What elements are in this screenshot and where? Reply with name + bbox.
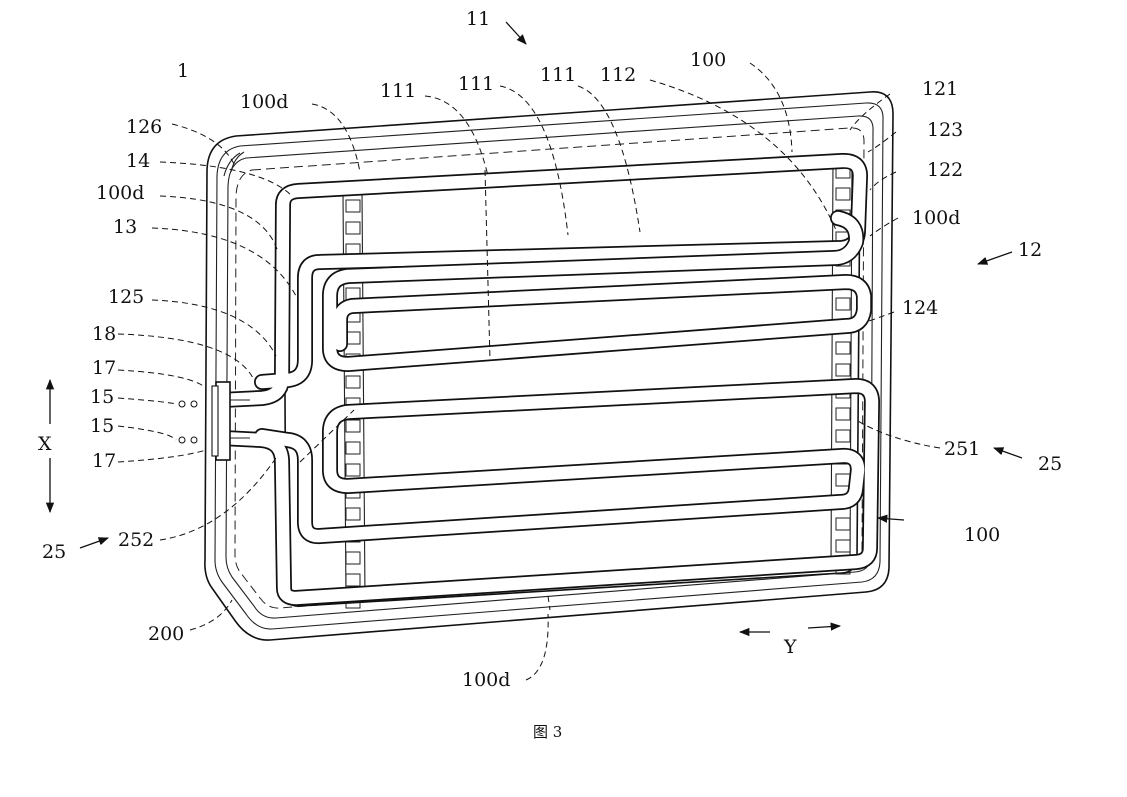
label-X: X	[38, 433, 52, 455]
label-111-b: 111	[458, 73, 494, 95]
bus-bar-block	[836, 298, 850, 310]
label-25-left: 25	[42, 541, 66, 563]
label-Y: Y	[783, 636, 797, 658]
bus-bar-block	[346, 222, 360, 234]
label-25-right: 25	[1038, 453, 1062, 475]
bus-bar-block	[836, 540, 850, 552]
cooling-tube	[222, 161, 872, 598]
bus-bar-block	[836, 408, 850, 420]
label-15-bot: 15	[90, 415, 114, 437]
dashed-guides	[300, 170, 550, 610]
label-13: 13	[113, 216, 137, 238]
bus-bar-block	[346, 464, 360, 476]
label-123: 123	[927, 119, 963, 141]
label-121: 121	[922, 78, 958, 100]
bus-bar-block	[836, 364, 850, 376]
bus-bar-block	[346, 332, 360, 344]
label-111-c: 111	[540, 64, 576, 86]
label-15-top: 15	[90, 386, 114, 408]
label-112: 112	[600, 64, 636, 86]
bus-bar-block	[836, 188, 850, 200]
bus-bar-block	[346, 508, 360, 520]
bus-bar-block	[346, 200, 360, 212]
bus-bar-block	[346, 442, 360, 454]
label-100d-left: 100d	[96, 182, 144, 204]
bus-bar-block	[346, 376, 360, 388]
label-100d-top: 100d	[240, 91, 288, 113]
label-111-a: 111	[380, 80, 416, 102]
label-100-right: 100	[964, 524, 1000, 546]
label-100d-right: 100d	[912, 207, 960, 229]
label-11: 11	[466, 8, 490, 30]
label-200: 200	[148, 623, 184, 645]
label-125: 125	[108, 286, 144, 308]
label-126: 126	[126, 116, 162, 138]
bus-bar-block	[836, 430, 850, 442]
bus-bar-block	[346, 552, 360, 564]
bus-bar-block	[836, 474, 850, 486]
figure-caption: 图 3	[533, 723, 562, 741]
label-252: 252	[118, 529, 154, 551]
label-18: 18	[92, 323, 116, 345]
bus-bar-block	[836, 518, 850, 530]
label-17-bot: 17	[92, 450, 116, 472]
bus-bar-block	[346, 420, 360, 432]
label-1: 1	[177, 60, 189, 82]
bus-bar-block	[836, 342, 850, 354]
label-12: 12	[1018, 239, 1042, 261]
label-122: 122	[927, 159, 963, 181]
label-100d-bottom: 100d	[462, 669, 510, 691]
reference-labels: 11 1 100 100d 111 111 111 112 121 123 12…	[38, 8, 1062, 741]
label-251: 251	[944, 438, 980, 460]
bus-bar-block	[346, 574, 360, 586]
label-100-top: 100	[690, 49, 726, 71]
label-17-top: 17	[92, 357, 116, 379]
label-14: 14	[126, 150, 150, 172]
label-124: 124	[902, 297, 938, 319]
